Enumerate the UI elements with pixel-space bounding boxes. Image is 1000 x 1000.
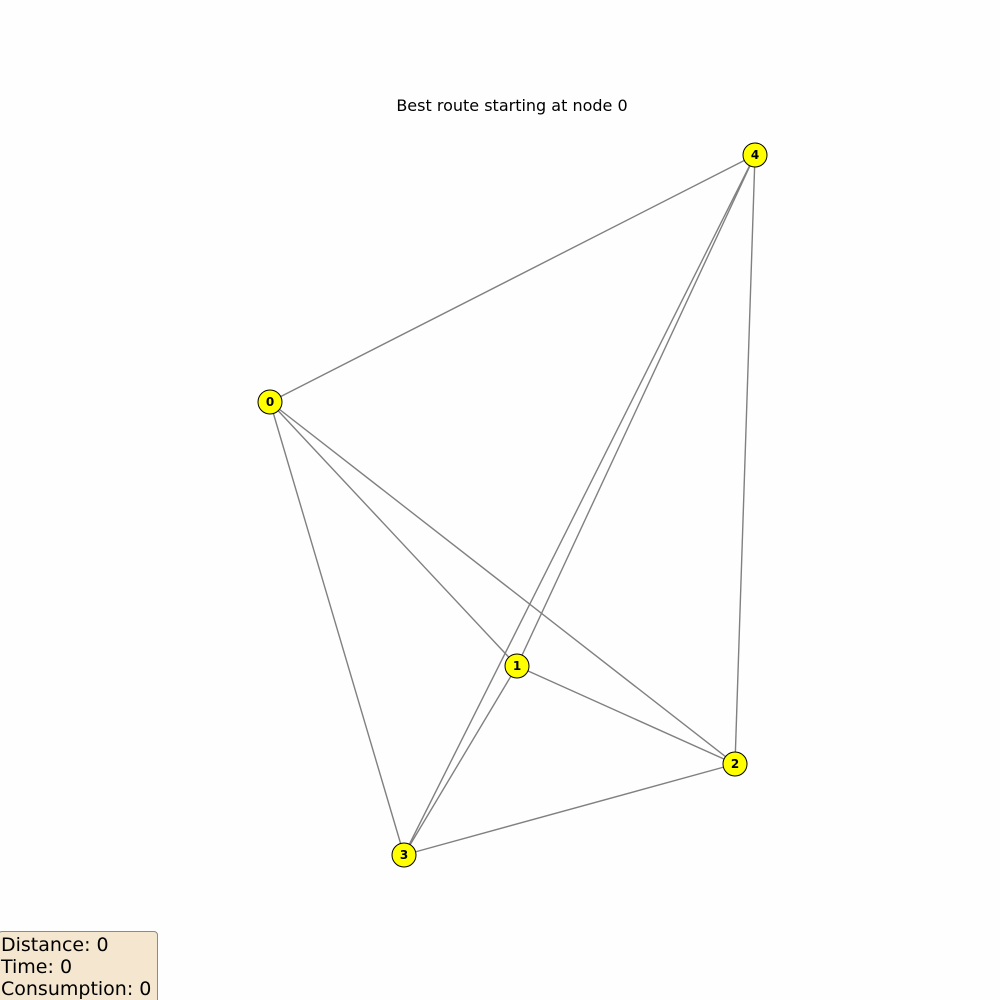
chart-title: Best route starting at node 0 xyxy=(396,96,628,115)
distance-stat: Distance: 0 xyxy=(1,934,109,956)
node-4-circle xyxy=(742,142,768,168)
node-4: 4 xyxy=(742,142,768,168)
consumption-stat: Consumption: 0 xyxy=(1,978,152,1000)
node-4-label: 4 xyxy=(751,148,759,162)
node-3-circle xyxy=(391,842,417,868)
node-0-label: 0 xyxy=(266,395,274,409)
node-2-label: 2 xyxy=(731,757,739,771)
node-0: 0 xyxy=(257,389,283,415)
node-1-circle xyxy=(504,653,530,679)
edge-1-2 xyxy=(516,665,736,765)
edges-layer xyxy=(269,154,756,856)
edge-1-3 xyxy=(403,665,518,856)
node-3: 3 xyxy=(391,842,417,868)
edge-1-4 xyxy=(516,154,756,667)
nodes-layer: 0 1 2 3 4 xyxy=(257,142,768,868)
node-2: 2 xyxy=(722,751,748,777)
edge-2-4 xyxy=(734,154,756,765)
node-0-circle xyxy=(257,389,283,415)
node-1-label: 1 xyxy=(513,659,521,673)
node-1: 1 xyxy=(504,653,530,679)
edge-2-3 xyxy=(403,763,736,856)
edge-0-4 xyxy=(269,154,756,403)
time-stat: Time: 0 xyxy=(1,956,73,978)
edge-0-2 xyxy=(269,401,736,765)
edge-0-3 xyxy=(269,401,405,856)
node-2-circle xyxy=(722,751,748,777)
node-3-label: 3 xyxy=(400,848,408,862)
stats-box: Distance: 0 Time: 0 Consumption: 0 xyxy=(0,931,158,1000)
edge-0-1 xyxy=(269,401,518,667)
edge-3-4 xyxy=(403,154,756,856)
